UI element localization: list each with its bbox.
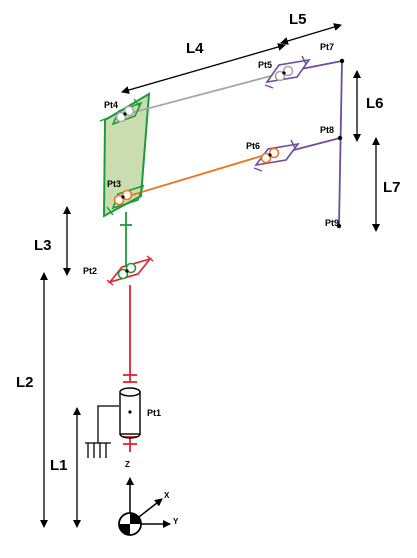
joint-pt2 — [106, 255, 154, 286]
dim-arrow-l4 — [121, 43, 286, 94]
joint-pt3 — [111, 184, 145, 210]
axis-label-x: X — [164, 491, 170, 500]
point-pt8 — [337, 135, 343, 141]
origin-quadrant-1 — [130, 513, 141, 524]
joint-pt4 — [111, 101, 143, 126]
joint-pt1-cylinder — [119, 387, 141, 439]
purple-link-pt7-pt9 — [338, 60, 343, 227]
purple-link-pt6-pt8 — [285, 137, 341, 153]
label-l7: L7 — [383, 179, 401, 196]
label-l1: L1 — [50, 457, 68, 474]
label-l6: L6 — [366, 95, 384, 112]
orange-link — [124, 154, 266, 198]
point-label-pt4: Pt4 — [104, 100, 118, 110]
ground-symbol — [85, 405, 119, 458]
point-label-pt9: Pt9 — [325, 218, 339, 228]
axis-label-z: Z — [125, 460, 130, 469]
point-label-pt8: Pt8 — [320, 125, 334, 135]
point-label-pt2: Pt2 — [83, 266, 97, 276]
dim-arrow-l5 — [280, 23, 342, 45]
base-frame: Z X Y — [118, 460, 179, 536]
joint-pt6 — [253, 139, 300, 172]
label-l3: L3 — [34, 237, 52, 254]
purple-link-chain — [285, 60, 343, 227]
label-l4: L4 — [186, 40, 204, 57]
point-pt7 — [339, 58, 345, 64]
point-label-pt7: Pt7 — [320, 42, 334, 52]
joint-pt5 — [264, 55, 311, 89]
green-plate — [102, 92, 151, 218]
point-label-pt6: Pt6 — [246, 141, 260, 151]
green-link-chain — [120, 212, 132, 267]
label-l2: L2 — [16, 374, 34, 391]
point-label-pt3: Pt3 — [107, 179, 121, 189]
point-label-pt1: Pt1 — [147, 408, 161, 418]
gray-link — [126, 72, 283, 115]
axis-label-y: Y — [173, 517, 179, 526]
point-pt9 — [336, 223, 342, 229]
origin-quadrant-2 — [119, 524, 130, 535]
label-l5: L5 — [289, 11, 307, 28]
point-label-pt5: Pt5 — [258, 60, 272, 70]
dimension-arrows — [40, 23, 380, 528]
